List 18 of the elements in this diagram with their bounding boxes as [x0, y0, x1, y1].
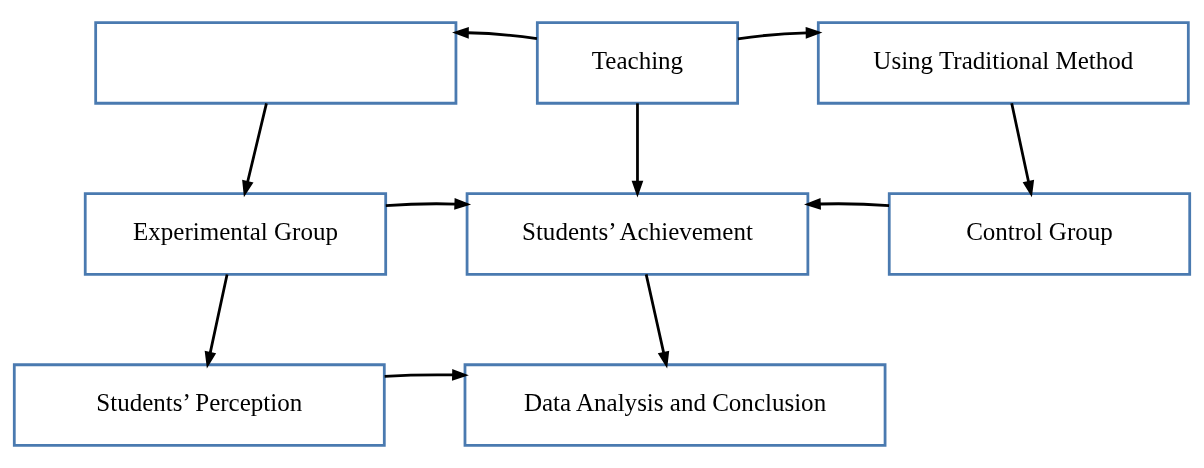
arrow — [384, 369, 469, 381]
arrow — [631, 103, 644, 198]
node-box: Control Group — [887, 192, 1192, 276]
node-box: Students’ Perception — [12, 363, 386, 447]
node-box — [94, 21, 458, 105]
node-box: Teaching — [535, 21, 739, 105]
arrow — [1010, 103, 1035, 198]
arrow — [737, 27, 823, 41]
node-box: Using Traditional Method — [816, 21, 1190, 105]
arrow — [452, 26, 538, 40]
arrow — [644, 274, 670, 369]
arrow — [242, 103, 268, 198]
arrow — [204, 274, 229, 369]
arrow — [385, 198, 472, 210]
arrow — [804, 198, 890, 210]
node-box: Students’ Achievement — [465, 192, 810, 276]
node-box: Experimental Group — [83, 192, 388, 276]
node-box: Data Analysis and Conclusion — [463, 363, 887, 447]
